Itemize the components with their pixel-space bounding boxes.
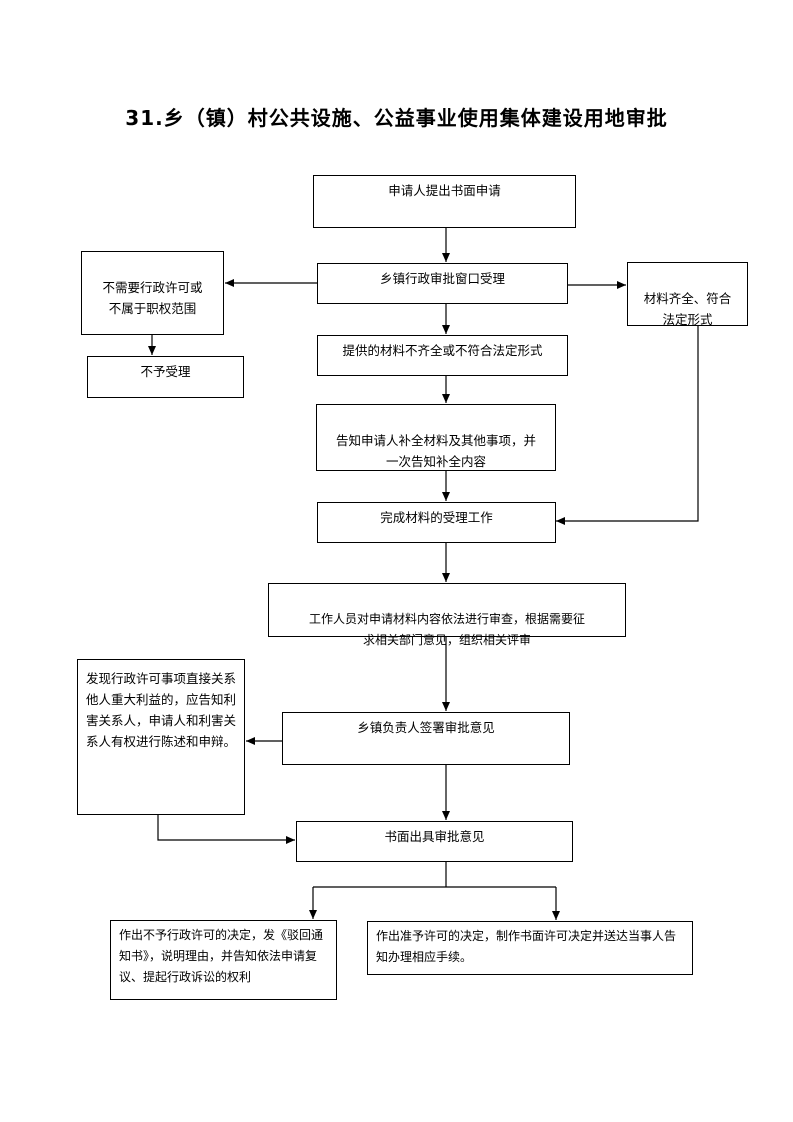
node-interest: 发现行政许可事项直接关系他人重大利益的，应告知利害关系人，申请人和利害关系人有权… (77, 659, 245, 815)
node-complete: 材料齐全、符合 法定形式 (627, 262, 748, 327)
node-finish: 完成材料的受理工作 (317, 502, 556, 543)
node-reject-label: 不予受理 (140, 364, 191, 379)
node-incomplete: 提供的材料不齐全或不符合法定形式 (317, 335, 568, 376)
node-notify-label: 告知申请人补全材料及其他事项，并 一次告知补全内容 (335, 433, 536, 469)
node-written-label: 书面出具审批意见 (384, 829, 485, 844)
node-deny-label: 作出不予行政许可的决定，发《驳回通知书》，说明理由，并告知依法申请复议、提起行政… (119, 928, 324, 984)
node-reject: 不予受理 (87, 356, 244, 398)
page-title: 31.乡（镇）村公共设施、公益事业使用集体建设用地审批 (125, 106, 668, 130)
node-sign-label: 乡镇负责人签署审批意见 (357, 720, 495, 735)
node-deny: 作出不予行政许可的决定，发《驳回通知书》，说明理由，并告知依法申请复议、提起行政… (110, 920, 337, 1000)
node-apply-label: 申请人提出书面申请 (388, 183, 501, 198)
node-review-label: 工作人员对申请材料内容依法进行审查，根据需要征 求相关部门意见，组织相关评审 (308, 612, 585, 647)
node-notify: 告知申请人补全材料及其他事项，并 一次告知补全内容 (316, 404, 556, 471)
node-no-permit: 不需要行政许可或 不属于职权范围 (81, 251, 224, 335)
arrow-complete-finish (556, 326, 699, 525)
node-sign: 乡镇负责人签署审批意见 (282, 712, 570, 765)
node-complete-label: 材料齐全、符合 法定形式 (643, 291, 732, 327)
node-written: 书面出具审批意见 (296, 821, 573, 862)
node-accept: 乡镇行政审批窗口受理 (317, 263, 568, 304)
node-review: 工作人员对申请材料内容依法进行审查，根据需要征 求相关部门意见，组织相关评审 (268, 583, 626, 647)
node-apply: 申请人提出书面申请 (313, 175, 576, 228)
node-accept-label: 乡镇行政审批窗口受理 (379, 271, 505, 286)
arrow-interest-written (157, 815, 295, 844)
node-grant-label: 作出准予许可的决定，制作书面许可决定并送达当事人告知办理相应手续。 (376, 929, 677, 964)
node-incomplete-label: 提供的材料不齐全或不符合法定形式 (342, 343, 543, 358)
node-grant: 作出准予许可的决定，制作书面许可决定并送达当事人告知办理相应手续。 (367, 921, 693, 975)
node-finish-label: 完成材料的受理工作 (380, 510, 493, 525)
node-no-permit-label: 不需要行政许可或 不属于职权范围 (102, 280, 203, 316)
node-interest-label: 发现行政许可事项直接关系他人重大利益的，应告知利害关系人，申请人和利害关系人有权… (86, 671, 237, 749)
